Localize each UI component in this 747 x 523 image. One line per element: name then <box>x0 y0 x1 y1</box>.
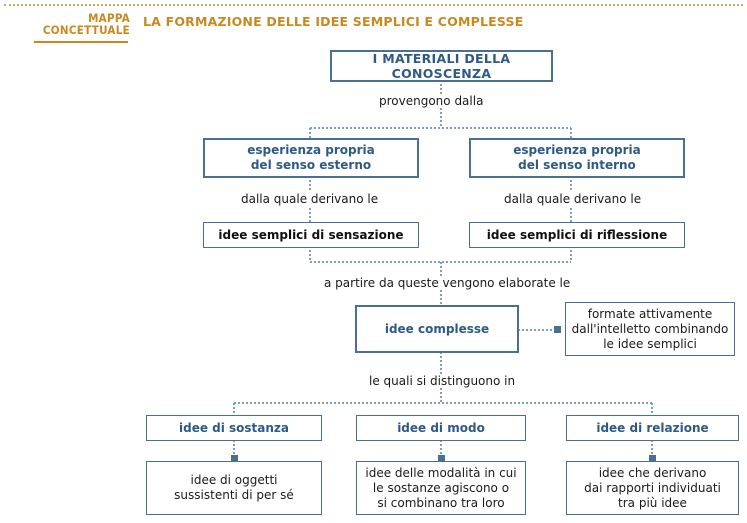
link-provengono: provengono dalla <box>375 94 488 108</box>
box-complex-note: formate attivamente dall'intelletto comb… <box>565 302 735 356</box>
badge-line-2: CONCETTUALE <box>42 23 130 37</box>
desc-idee-sostanza: idee di oggetti sussistenti di per sé <box>146 461 322 515</box>
box-idee-riflessione: idee semplici di riflessione <box>469 222 685 248</box>
connector-endpoint <box>231 455 238 462</box>
page-title: LA FORMAZIONE DELLE IDEE SEMPLICI E COMP… <box>143 14 524 29</box>
badge-underline <box>34 41 128 43</box>
concept-map-badge: MAPPA CONCETTUALE <box>30 12 130 36</box>
link-external: dalla quale derivano le <box>237 192 383 206</box>
desc-idee-relazione: idee che derivano dai rapporti individua… <box>566 461 739 515</box>
box-idee-complesse: idee complesse <box>355 305 519 353</box>
root-box: I MATERIALI DELLA CONOSCENZA <box>330 50 553 82</box>
connector-endpoint <box>438 455 445 462</box>
link-distinguono: le quali si distinguono in <box>365 374 520 388</box>
box-idee-relazione: idee di relazione <box>566 415 739 441</box>
box-idee-sensazione: idee semplici di sensazione <box>203 222 419 248</box>
box-idee-sostanza: idee di sostanza <box>146 415 322 441</box>
link-internal: dalla quale derivano le <box>500 192 646 206</box>
connector-endpoint <box>649 455 656 462</box>
top-dotted-rule <box>4 4 743 6</box>
box-senso-interno: esperienza propria del senso interno <box>469 138 685 178</box>
box-senso-esterno: esperienza propria del senso esterno <box>203 138 419 178</box>
connector-endpoint <box>554 326 561 333</box>
desc-idee-modo: idee delle modalità in cui le sostanze a… <box>356 461 526 515</box>
link-partire: a partire da queste vengono elaborate le <box>320 276 575 290</box>
box-idee-modo: idee di modo <box>356 415 526 441</box>
badge-line-1: MAPPA <box>88 11 130 25</box>
